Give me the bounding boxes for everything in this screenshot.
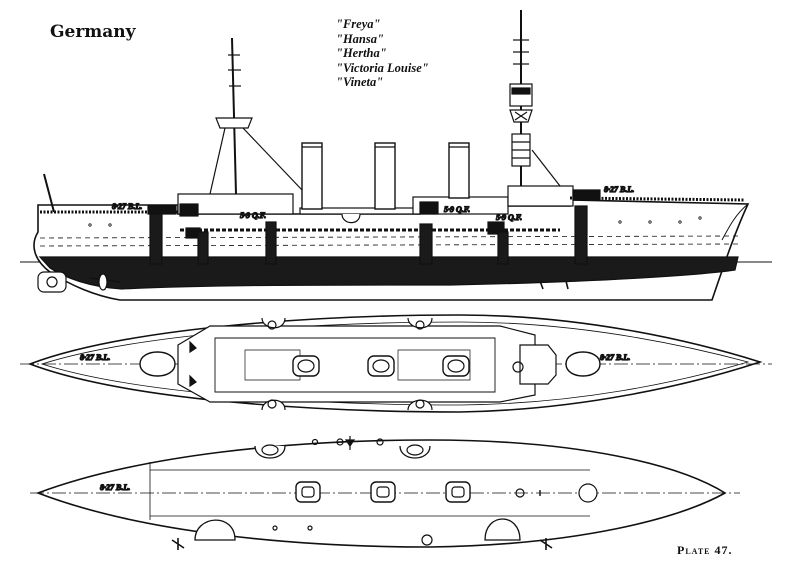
plate-number: Plate 47. xyxy=(677,543,733,557)
ship-name: "Hansa" xyxy=(336,31,384,46)
ship-name: "Hertha" xyxy=(336,46,387,60)
gun-label-main-lower-plan: 8·27 B.L. xyxy=(100,483,130,492)
ship-names-list: "Freya" "Hansa" "Hertha" "Victoria Louis… xyxy=(336,17,429,90)
aft-turret-profile xyxy=(147,205,177,215)
aft-mast xyxy=(231,37,237,195)
gun-label-secondary-3: 5·9 Q.F. xyxy=(496,213,522,222)
upper-deck-plan: 8·27 B.L. 8·27 B.L. xyxy=(20,314,772,413)
ship-name: "Freya" xyxy=(336,17,381,31)
ship-name: "Victoria Louise" xyxy=(336,60,429,75)
gun-label-main-plan-fore: 8·27 B.L. xyxy=(600,353,630,362)
ship-name: "Vineta" xyxy=(336,75,384,89)
funnel-3 xyxy=(448,142,470,199)
gun-label-secondary-1: 5·9 Q.F. xyxy=(240,211,266,220)
side-profile: 8·27 B.L. 8·27 B.L. 5·9 Q.F. 5·9 Q.F. 5·… xyxy=(20,10,772,301)
gun-label-main-aft-profile: 8·27 B.L. xyxy=(112,202,142,211)
gun-label-main-fore-profile: 8·27 B.L. xyxy=(604,185,634,194)
funnel-2 xyxy=(374,142,396,210)
fore-turret-profile xyxy=(572,189,601,201)
lower-deck-plan: 8·27 B.L. xyxy=(30,436,740,550)
country-title: Germany xyxy=(50,22,136,42)
gun-label-secondary-2: 5·9 Q.F. xyxy=(444,205,470,214)
funnel-1 xyxy=(301,142,323,210)
gun-label-main-plan-aft: 8·27 B.L. xyxy=(80,353,110,362)
